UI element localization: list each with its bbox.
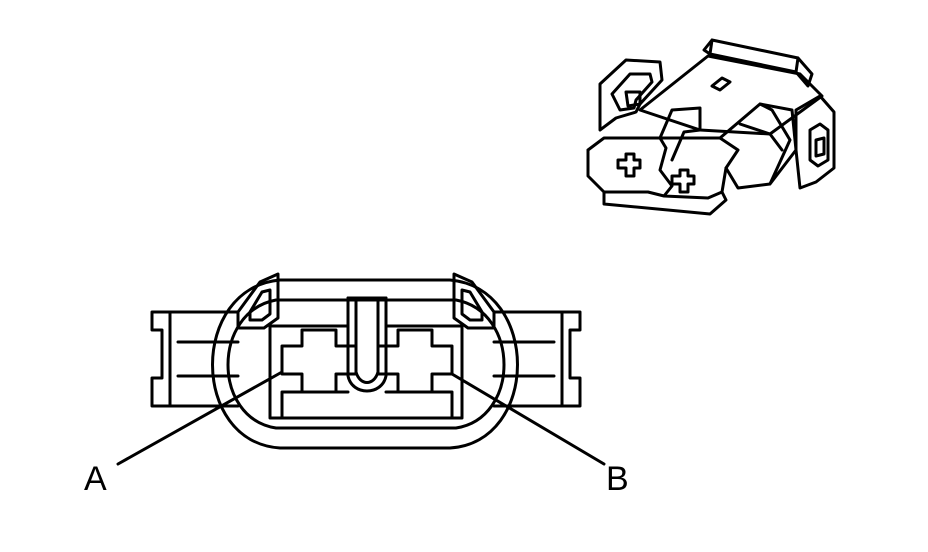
left-clip xyxy=(598,58,664,132)
connector-face-view xyxy=(116,272,606,466)
divider-slot xyxy=(658,106,702,162)
terminal-b-label: B xyxy=(606,460,629,498)
right-flange xyxy=(492,310,582,408)
iso-cavity-right xyxy=(670,168,696,194)
cavity-a xyxy=(280,328,358,394)
terminal-a-label: A xyxy=(84,460,107,498)
leader-line-a xyxy=(116,370,284,466)
top-slot xyxy=(710,76,732,92)
housing-step-right xyxy=(384,390,454,420)
housing-step-left xyxy=(280,390,350,420)
connector-isometric-view xyxy=(586,38,836,216)
cavity-b xyxy=(376,328,454,394)
front-face-outline xyxy=(602,190,728,216)
ramp-detail xyxy=(738,122,784,152)
right-clip-inner xyxy=(814,136,826,158)
leader-line-b xyxy=(450,372,606,466)
front-face xyxy=(586,136,740,200)
right-clip xyxy=(794,94,836,190)
outer-oval xyxy=(211,278,519,450)
left-latch xyxy=(236,272,280,330)
iso-cavity-left xyxy=(616,152,642,178)
left-flange xyxy=(150,310,240,408)
right-latch xyxy=(452,272,496,330)
right-ramp xyxy=(718,102,798,190)
left-clip-tab xyxy=(624,90,642,108)
cavity-housing xyxy=(268,296,464,420)
